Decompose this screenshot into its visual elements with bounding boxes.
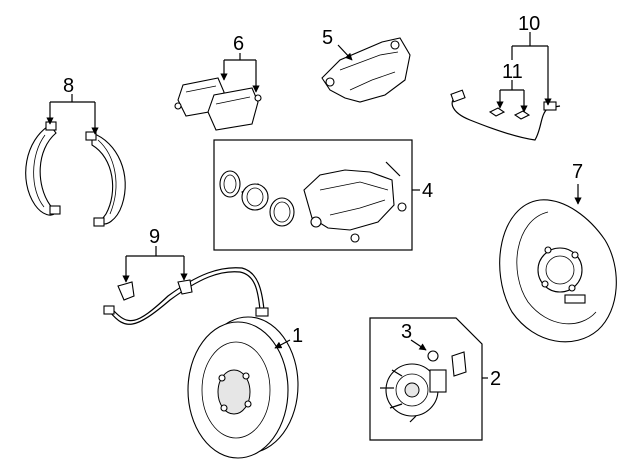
parking-brake-cable [103, 267, 269, 325]
callout-10: 10 [518, 13, 540, 35]
brake-rotor [187, 316, 299, 459]
hub-assembly-box [369, 317, 488, 441]
callout-3: 3 [401, 321, 412, 343]
callout-1: 1 [292, 325, 303, 347]
callout-11: 11 [502, 61, 523, 83]
callout-6: 6 [233, 33, 244, 55]
caliper-kit-box [213, 139, 420, 251]
callout-11-leader [496, 80, 528, 113]
callout-4: 4 [422, 180, 433, 202]
callout-10-leader [511, 32, 552, 106]
callout-9-leader [122, 246, 188, 283]
callout-2: 2 [490, 368, 501, 390]
callout-6-leader [220, 53, 260, 93]
callout-3-leader [410, 339, 427, 351]
backing-plate [499, 199, 617, 343]
callout-1-leader [274, 339, 291, 349]
brake-hose [450, 89, 561, 141]
callout-8-leader [46, 94, 99, 135]
caliper-bracket [321, 37, 411, 103]
callout-9: 9 [149, 226, 160, 248]
callout-7: 7 [572, 161, 583, 183]
callout-5-leader [337, 44, 353, 61]
parking-brake-shoes [25, 121, 126, 227]
callout-8: 8 [63, 75, 74, 97]
brake-pads [174, 77, 262, 131]
callout-5: 5 [322, 27, 333, 49]
